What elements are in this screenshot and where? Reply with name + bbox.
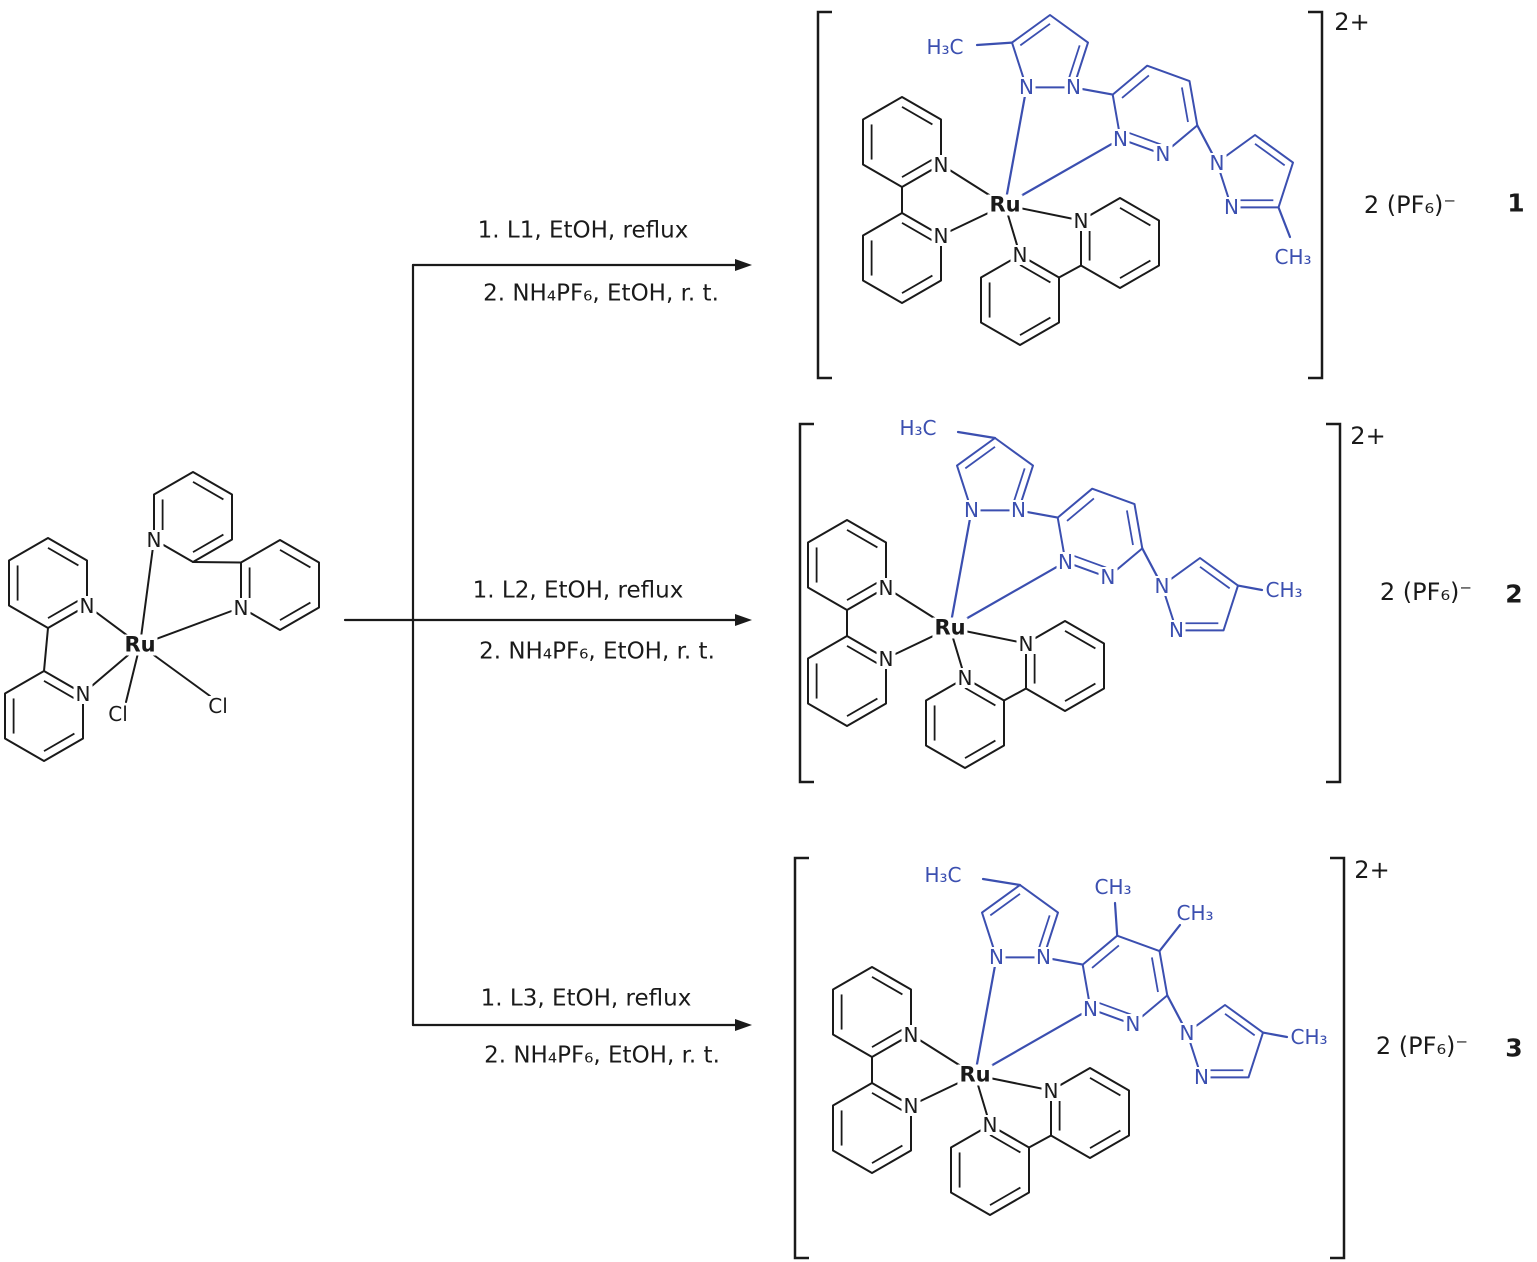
n-label: N (1009, 498, 1028, 523)
n-label: N (1056, 549, 1075, 574)
n-label: N (901, 1022, 921, 1047)
methyl-label: H₃C (897, 416, 939, 440)
methyl-label: CH₃ (1174, 901, 1216, 925)
reaction-arrows (343, 259, 752, 1031)
product-3-structure (832, 877, 1289, 1216)
n-label: N (1111, 126, 1130, 151)
n-label: N (1167, 618, 1186, 643)
n-label: N (1071, 208, 1091, 233)
methyl-label: CH₃ (1272, 245, 1314, 269)
product-1-charge: 2+ (1334, 8, 1370, 36)
n-label: N (1177, 1020, 1197, 1045)
methyl-label: CH₃ (1288, 1025, 1330, 1049)
product-3-brackets (793, 856, 1346, 1260)
n-label: N (901, 1093, 921, 1118)
n-label: N (231, 595, 251, 620)
n-label: N (144, 527, 164, 552)
cl-label: Cl (206, 694, 230, 718)
reaction-2-step-2: 2. NH₄PF₆, EtOH, r. t. (479, 638, 715, 665)
n-label: N (1153, 142, 1173, 167)
n-label: N (1222, 195, 1241, 220)
n-label: N (955, 666, 975, 690)
ru-label: Ru (987, 192, 1023, 217)
n-label: N (1010, 243, 1030, 267)
reaction-3-step-2: 2. NH₄PF₆, EtOH, r. t. (484, 1042, 720, 1069)
product-1-counterion: 2 (PF₆)⁻ (1363, 191, 1457, 219)
product-2-charge: 2+ (1350, 422, 1386, 450)
reaction-2-step-1: 1. L2, EtOH, reflux (472, 577, 684, 604)
n-label: N (931, 223, 951, 248)
ru-label: Ru (122, 632, 158, 657)
reaction-3-step-1: 1. L3, EtOH, reflux (480, 985, 692, 1012)
product-1-brackets (816, 10, 1324, 380)
n-label: N (876, 575, 896, 600)
n-label: N (1192, 1065, 1211, 1090)
n-label: N (1016, 631, 1036, 656)
n-label: N (1152, 573, 1172, 598)
reaction-1-step-2: 2. NH₄PF₆, EtOH, r. t. (483, 280, 719, 307)
n-label: N (1081, 996, 1100, 1021)
ru-label: Ru (957, 1062, 993, 1087)
n-label: N (980, 1113, 1000, 1137)
n-label: N (1098, 565, 1118, 590)
product-3-number: 3 (1505, 1033, 1523, 1063)
product-3-charge: 2+ (1354, 856, 1390, 884)
n-label: N (1064, 75, 1083, 100)
n-label: N (1034, 945, 1053, 970)
methyl-label: CH₃ (1092, 875, 1134, 899)
product-2-number: 2 (1505, 579, 1523, 609)
methyl-label: H₃C (922, 863, 964, 887)
n-label: N (962, 498, 981, 523)
n-label: N (987, 945, 1006, 970)
product-1-number: 1 (1507, 188, 1525, 218)
product-3-counterion: 2 (PF₆)⁻ (1375, 1032, 1469, 1060)
cl-label: Cl (106, 702, 130, 726)
n-label: N (931, 152, 951, 177)
n-label: N (1041, 1078, 1061, 1103)
starting-material-structure (4, 471, 320, 762)
methyl-label: H₃C (924, 35, 966, 59)
n-label: N (1017, 75, 1036, 100)
product-2-structure (807, 430, 1264, 769)
ru-label: Ru (932, 615, 968, 640)
n-label: N (1123, 1012, 1143, 1037)
n-label: N (73, 681, 93, 706)
product-2-counterion: 2 (PF₆)⁻ (1379, 578, 1473, 606)
product-2-brackets (798, 422, 1342, 784)
n-label: N (77, 593, 97, 618)
product-1-structure (862, 14, 1294, 346)
n-label: N (1207, 150, 1227, 175)
methyl-label: CH₃ (1263, 578, 1305, 602)
reaction-1-step-1: 1. L1, EtOH, reflux (477, 217, 689, 244)
n-label: N (876, 646, 896, 671)
